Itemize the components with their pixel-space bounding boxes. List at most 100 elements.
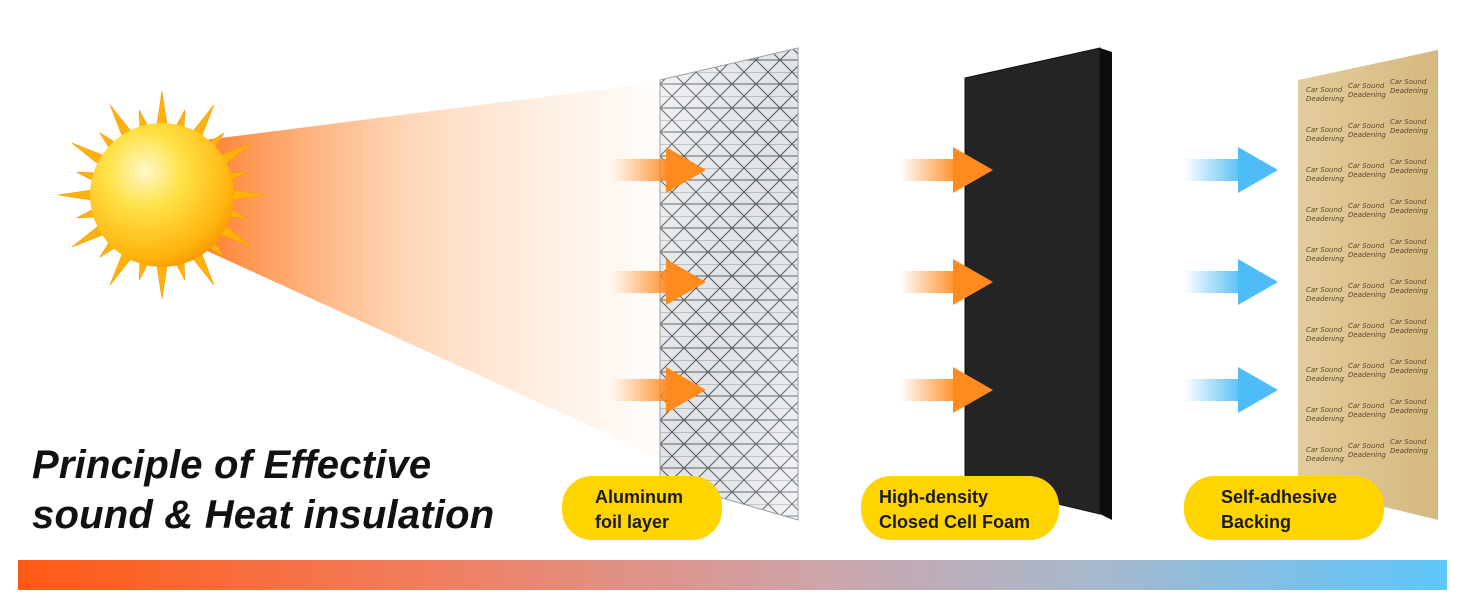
svg-text:Deadening: Deadening — [1390, 87, 1429, 95]
heat-arrow-icon — [900, 147, 993, 193]
svg-text:Car Sound: Car Sound — [1306, 446, 1343, 454]
svg-text:Car Sound: Car Sound — [1306, 126, 1343, 134]
svg-text:Car Sound: Car Sound — [1390, 398, 1427, 406]
svg-text:Deadening: Deadening — [1306, 255, 1345, 263]
svg-text:Car Sound: Car Sound — [1390, 358, 1427, 366]
svg-text:Car Sound: Car Sound — [1390, 278, 1427, 286]
heat-arrow-icon — [900, 259, 993, 305]
heat-arrow-icon — [612, 147, 706, 193]
svg-text:Car Sound: Car Sound — [1306, 206, 1343, 214]
svg-text:Deadening: Deadening — [1348, 171, 1387, 179]
svg-text:Deadening: Deadening — [1348, 91, 1387, 99]
cool-arrow-icon — [1184, 259, 1278, 305]
svg-text:Deadening: Deadening — [1348, 451, 1387, 459]
svg-text:Car Sound: Car Sound — [1306, 286, 1343, 294]
svg-text:Car Sound: Car Sound — [1348, 202, 1385, 210]
svg-text:Car Sound: Car Sound — [1390, 198, 1427, 206]
svg-text:Deadening: Deadening — [1390, 407, 1429, 415]
svg-text:Car Sound: Car Sound — [1306, 326, 1343, 334]
closed-cell-foam-panel — [964, 47, 1112, 520]
svg-text:Deadening: Deadening — [1306, 335, 1345, 343]
svg-text:Deadening: Deadening — [1306, 95, 1345, 103]
svg-text:Deadening: Deadening — [1348, 251, 1387, 259]
svg-text:Deadening: Deadening — [1390, 247, 1429, 255]
svg-text:Deadening: Deadening — [1390, 207, 1429, 215]
svg-text:Deadening: Deadening — [1306, 135, 1345, 143]
svg-text:Deadening: Deadening — [1390, 167, 1429, 175]
svg-text:Deadening: Deadening — [1306, 295, 1345, 303]
sun-icon — [57, 90, 267, 300]
svg-text:Car Sound: Car Sound — [1390, 78, 1427, 86]
svg-text:Deadening: Deadening — [1348, 131, 1387, 139]
svg-text:Deadening: Deadening — [1306, 415, 1345, 423]
svg-text:Deadening: Deadening — [1390, 327, 1429, 335]
svg-text:Deadening: Deadening — [1348, 371, 1387, 379]
title-line-1: Principle of Effective — [32, 443, 432, 487]
title-line-2: sound & Heat insulation — [32, 493, 495, 537]
svg-text:Car Sound: Car Sound — [1306, 166, 1343, 174]
svg-text:Deadening: Deadening — [1390, 367, 1429, 375]
svg-text:Car Sound: Car Sound — [1348, 122, 1385, 130]
svg-text:Deadening: Deadening — [1390, 127, 1429, 135]
svg-text:Car Sound: Car Sound — [1306, 246, 1343, 254]
svg-text:Car Sound: Car Sound — [1348, 322, 1385, 330]
layer-label-line-1: High-density — [879, 487, 989, 507]
svg-text:Car Sound: Car Sound — [1348, 442, 1385, 450]
svg-text:Car Sound: Car Sound — [1348, 282, 1385, 290]
heat-beam — [205, 82, 660, 458]
svg-text:Deadening: Deadening — [1306, 455, 1345, 463]
layer-label-foam: High-density Closed Cell Foam — [861, 476, 1059, 540]
svg-text:Car Sound: Car Sound — [1348, 242, 1385, 250]
svg-text:Car Sound: Car Sound — [1348, 402, 1385, 410]
svg-text:Car Sound: Car Sound — [1348, 82, 1385, 90]
layer-label-line-1: Aluminum — [595, 487, 683, 507]
svg-text:Deadening: Deadening — [1348, 411, 1387, 419]
svg-text:Deadening: Deadening — [1348, 331, 1387, 339]
svg-text:Car Sound: Car Sound — [1390, 158, 1427, 166]
svg-text:Car Sound: Car Sound — [1306, 366, 1343, 374]
svg-text:Car Sound: Car Sound — [1390, 118, 1427, 126]
heat-arrow-icon — [612, 367, 706, 413]
svg-text:Deadening: Deadening — [1306, 375, 1345, 383]
svg-text:Deadening: Deadening — [1348, 211, 1387, 219]
svg-text:Deadening: Deadening — [1306, 215, 1345, 223]
svg-text:Car Sound: Car Sound — [1390, 238, 1427, 246]
svg-text:Deadening: Deadening — [1390, 287, 1429, 295]
layer-label-adhesive: Self-adhesive Backing — [1184, 476, 1384, 540]
cool-arrow-icon — [1184, 367, 1278, 413]
svg-text:Car Sound: Car Sound — [1390, 318, 1427, 326]
svg-text:Deadening: Deadening — [1306, 175, 1345, 183]
svg-text:Deadening: Deadening — [1390, 447, 1429, 455]
svg-text:Car Sound: Car Sound — [1306, 86, 1343, 94]
page-title: Principle of Effective sound & Heat insu… — [32, 440, 494, 540]
layer-label-line-2: Closed Cell Foam — [879, 512, 1031, 532]
layer-label-line-1: Self-adhesive — [1221, 487, 1338, 507]
cool-arrow-icon — [1184, 147, 1278, 193]
